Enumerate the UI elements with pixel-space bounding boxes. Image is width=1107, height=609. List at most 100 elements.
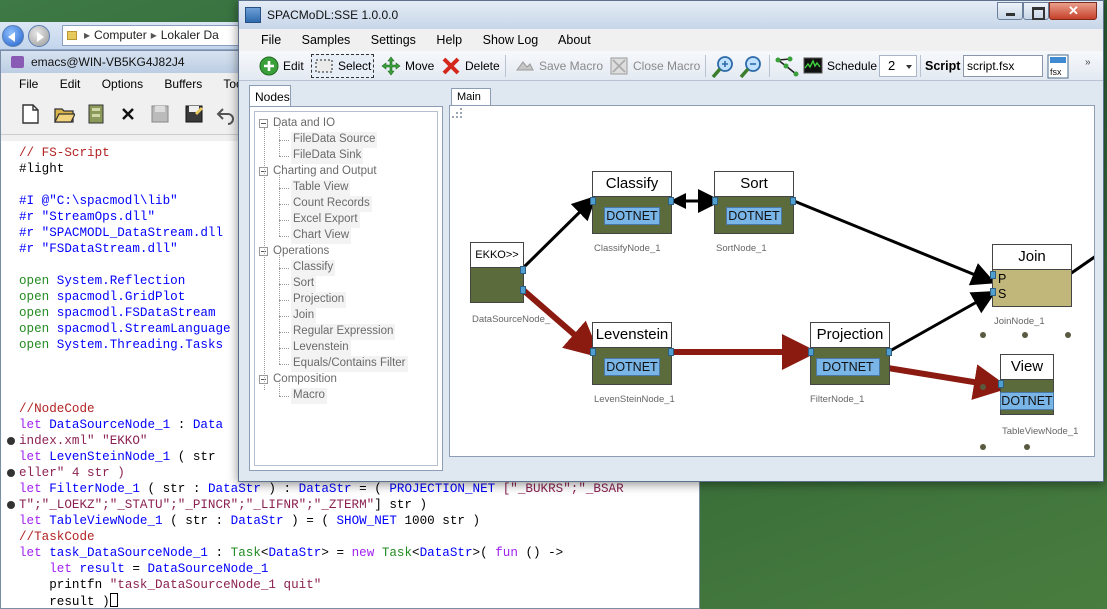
collapse-icon[interactable] <box>259 167 268 176</box>
edit-button[interactable]: Edit <box>257 54 306 78</box>
save-macro-button[interactable]: Save Macro <box>513 54 605 78</box>
resize-handle[interactable] <box>980 444 986 450</box>
collapse-icon[interactable] <box>259 375 268 384</box>
code-line[interactable]: #r "FSDataStream.dll" <box>19 241 699 257</box>
tab-nodes[interactable]: Nodes <box>249 85 291 107</box>
new-file-icon[interactable] <box>19 103 41 125</box>
undo-icon[interactable] <box>215 103 237 125</box>
emacs-menu-options[interactable]: Options <box>101 77 144 91</box>
port-in-s[interactable] <box>990 288 996 296</box>
tree-category[interactable]: Operations <box>273 245 330 257</box>
save-as-icon[interactable] <box>183 103 205 125</box>
port-in[interactable] <box>808 348 814 356</box>
fsx-file-icon[interactable]: fsx <box>1047 54 1071 80</box>
port-out[interactable] <box>520 286 526 294</box>
collapse-icon[interactable] <box>259 119 268 128</box>
breadcrumb-computer[interactable]: Computer <box>94 28 147 42</box>
code-line[interactable]: open spacmodl.StreamLanguage <box>19 321 699 337</box>
schedule-dropdown[interactable]: 2 <box>879 55 917 77</box>
tree-node-item[interactable]: Join <box>291 308 317 324</box>
port-in[interactable] <box>590 348 596 356</box>
tree-category[interactable]: Charting and Output <box>273 165 377 177</box>
back-arrow-icon[interactable] <box>2 25 24 47</box>
zoom-out-icon[interactable] <box>739 55 763 79</box>
code-line[interactable]: T";"_LOEKZ";"_STATU";"_PINCR";"_LIFNR";"… <box>7 497 699 513</box>
menu-settings[interactable]: Settings <box>370 33 416 47</box>
tree-node-item[interactable]: Classify <box>291 260 336 276</box>
tree-node-item[interactable]: Levenstein <box>291 340 351 356</box>
code-line[interactable]: #light <box>19 161 699 177</box>
menu-about[interactable]: About <box>558 33 591 47</box>
emacs-menu-buffers[interactable]: Buffers <box>164 77 203 91</box>
code-line[interactable]: eller" 4 str ) <box>7 465 699 481</box>
emacs-menu-file[interactable]: File <box>19 77 39 91</box>
address-field[interactable]: ▸Computer▸Lokaler Da <box>62 25 240 46</box>
resize-handle[interactable] <box>1065 332 1071 338</box>
tree-node-item[interactable]: Table View <box>291 180 351 196</box>
code-line[interactable]: // FS-Script <box>19 145 699 161</box>
tree-category[interactable]: Composition <box>273 373 337 385</box>
port-in[interactable] <box>590 197 596 205</box>
code-line[interactable]: let LevenSteinNode_1 ( str <box>19 449 699 465</box>
code-line[interactable]: open spacmodl.FSDataStream <box>19 305 699 321</box>
tree-node-item[interactable]: Chart View <box>291 228 352 244</box>
port-out[interactable] <box>520 266 526 274</box>
tree-node-item[interactable]: FileData Source <box>291 132 378 148</box>
save-disabled-icon[interactable] <box>149 103 171 125</box>
select-button[interactable]: Select <box>311 54 375 78</box>
code-line[interactable]: open spacmodl.GridPlot <box>19 289 699 305</box>
code-line[interactable]: //NodeCode <box>19 401 699 417</box>
tree-node-item[interactable]: Equals/Contains Filter <box>291 356 408 372</box>
tree-node-item[interactable]: FileData Sink <box>291 148 364 164</box>
open-folder-icon[interactable] <box>53 103 75 125</box>
forward-arrow-icon[interactable] <box>28 25 50 47</box>
tree-node-item[interactable]: Regular Expression <box>291 324 396 340</box>
code-line[interactable]: index.xml" "EKKO" <box>7 433 699 449</box>
port-out[interactable] <box>668 197 674 205</box>
menu-show-log[interactable]: Show Log <box>482 33 539 47</box>
graph-layout-icon[interactable] <box>775 55 799 79</box>
collapse-icon[interactable] <box>259 247 268 256</box>
tree-node-item[interactable]: Sort <box>291 276 317 292</box>
delete-button[interactable]: Delete <box>439 54 502 78</box>
port-in[interactable] <box>998 380 1004 388</box>
script-input[interactable]: script.fsx <box>963 55 1043 77</box>
close-buffer-icon[interactable] <box>117 103 139 125</box>
code-line[interactable]: let result = DataSourceNode_1 <box>19 561 699 577</box>
move-button[interactable]: Move <box>379 54 436 78</box>
tree-category[interactable]: Data and IO <box>273 117 336 129</box>
code-line[interactable]: let DataSourceNode_1 : Data <box>19 417 699 433</box>
code-line[interactable]: let TableViewNode_1 ( str : DataStr ) = … <box>19 513 699 529</box>
code-line[interactable]: printfn "task_DataSourceNode_1 quit" <box>19 577 699 593</box>
tree-node-item[interactable]: Macro <box>291 388 327 404</box>
code-line[interactable]: #r "StreamOps.dll" <box>19 209 699 225</box>
code-line[interactable]: let task_DataSourceNode_1 : Task<DataStr… <box>19 545 699 561</box>
graph-canvas[interactable]: EKKO>> DataSourceNode_ Classify DOTNET C… <box>449 105 1095 457</box>
port-in[interactable] <box>712 197 718 205</box>
close-button[interactable] <box>1049 2 1097 20</box>
code-line[interactable]: #r "SPACMODL_DataStream.dll <box>19 225 699 241</box>
menu-help[interactable]: Help <box>436 33 463 47</box>
close-macro-button[interactable]: Close Macro <box>607 54 702 78</box>
dired-icon[interactable] <box>85 103 107 125</box>
tree-node-item[interactable]: Count Records <box>291 196 372 212</box>
zoom-in-icon[interactable] <box>711 55 735 79</box>
code-line[interactable]: result ) <box>19 593 699 608</box>
tab-main[interactable]: Main <box>451 88 491 106</box>
maximize-button[interactable] <box>1023 2 1049 20</box>
tree-node-item[interactable]: Excel Export <box>291 212 360 228</box>
resize-handle[interactable] <box>980 384 986 390</box>
schedule-button[interactable]: Schedule <box>801 54 879 78</box>
resize-handle[interactable] <box>980 332 986 338</box>
toolbar-overflow-icon[interactable]: » <box>1085 57 1091 68</box>
code-line[interactable]: //TaskCode <box>19 529 699 545</box>
menu-file[interactable]: File <box>261 33 282 47</box>
code-line[interactable]: #I @"C:\spacmodl\lib" <box>19 193 699 209</box>
resize-handle[interactable] <box>1024 444 1030 450</box>
code-line[interactable]: open System.Reflection <box>19 273 699 289</box>
code-line[interactable]: let FilterNode_1 ( str : DataStr ) : Dat… <box>19 481 699 497</box>
breadcrumb-local-drive[interactable]: Lokaler Da <box>160 28 219 42</box>
port-out[interactable] <box>886 348 892 356</box>
port-out[interactable] <box>668 348 674 356</box>
tree-node-item[interactable]: Projection <box>291 292 347 308</box>
